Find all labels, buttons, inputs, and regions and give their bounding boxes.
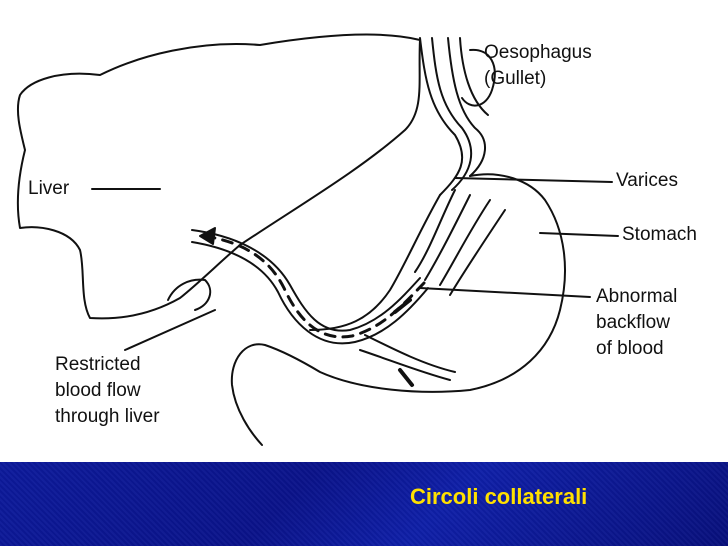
label-backflow-3: of blood (596, 338, 664, 359)
label-restricted-2: blood flow (55, 380, 141, 401)
stomach-outline (230, 173, 566, 446)
label-gullet: (Gullet) (484, 68, 547, 89)
oesophagus-tube (419, 37, 464, 196)
label-backflow-2: backflow (596, 312, 670, 333)
label-restricted-3: through liver (55, 406, 160, 427)
varices-leader (454, 177, 613, 183)
label-oesophagus: Oesophagus (484, 42, 592, 63)
label-liver: Liver (28, 178, 70, 199)
restricted-leader (124, 309, 216, 351)
diagram-drawing (16, 33, 619, 446)
label-stomach: Stomach (622, 224, 697, 245)
portal-vein (191, 229, 421, 332)
label-restricted-1: Restricted (55, 354, 141, 375)
backflow-leader (419, 287, 591, 298)
anatomy-diagram: Oesophagus (Gullet) Liver Varices Stomac… (16, 33, 697, 446)
liver-outline (16, 33, 421, 320)
stomach-leader (539, 232, 619, 237)
footer-title: Circoli collaterali (410, 484, 588, 509)
footer-bar: Circoli collaterali (0, 462, 728, 546)
label-varices: Varices (616, 170, 678, 191)
label-backflow-1: Abnormal (596, 286, 678, 307)
